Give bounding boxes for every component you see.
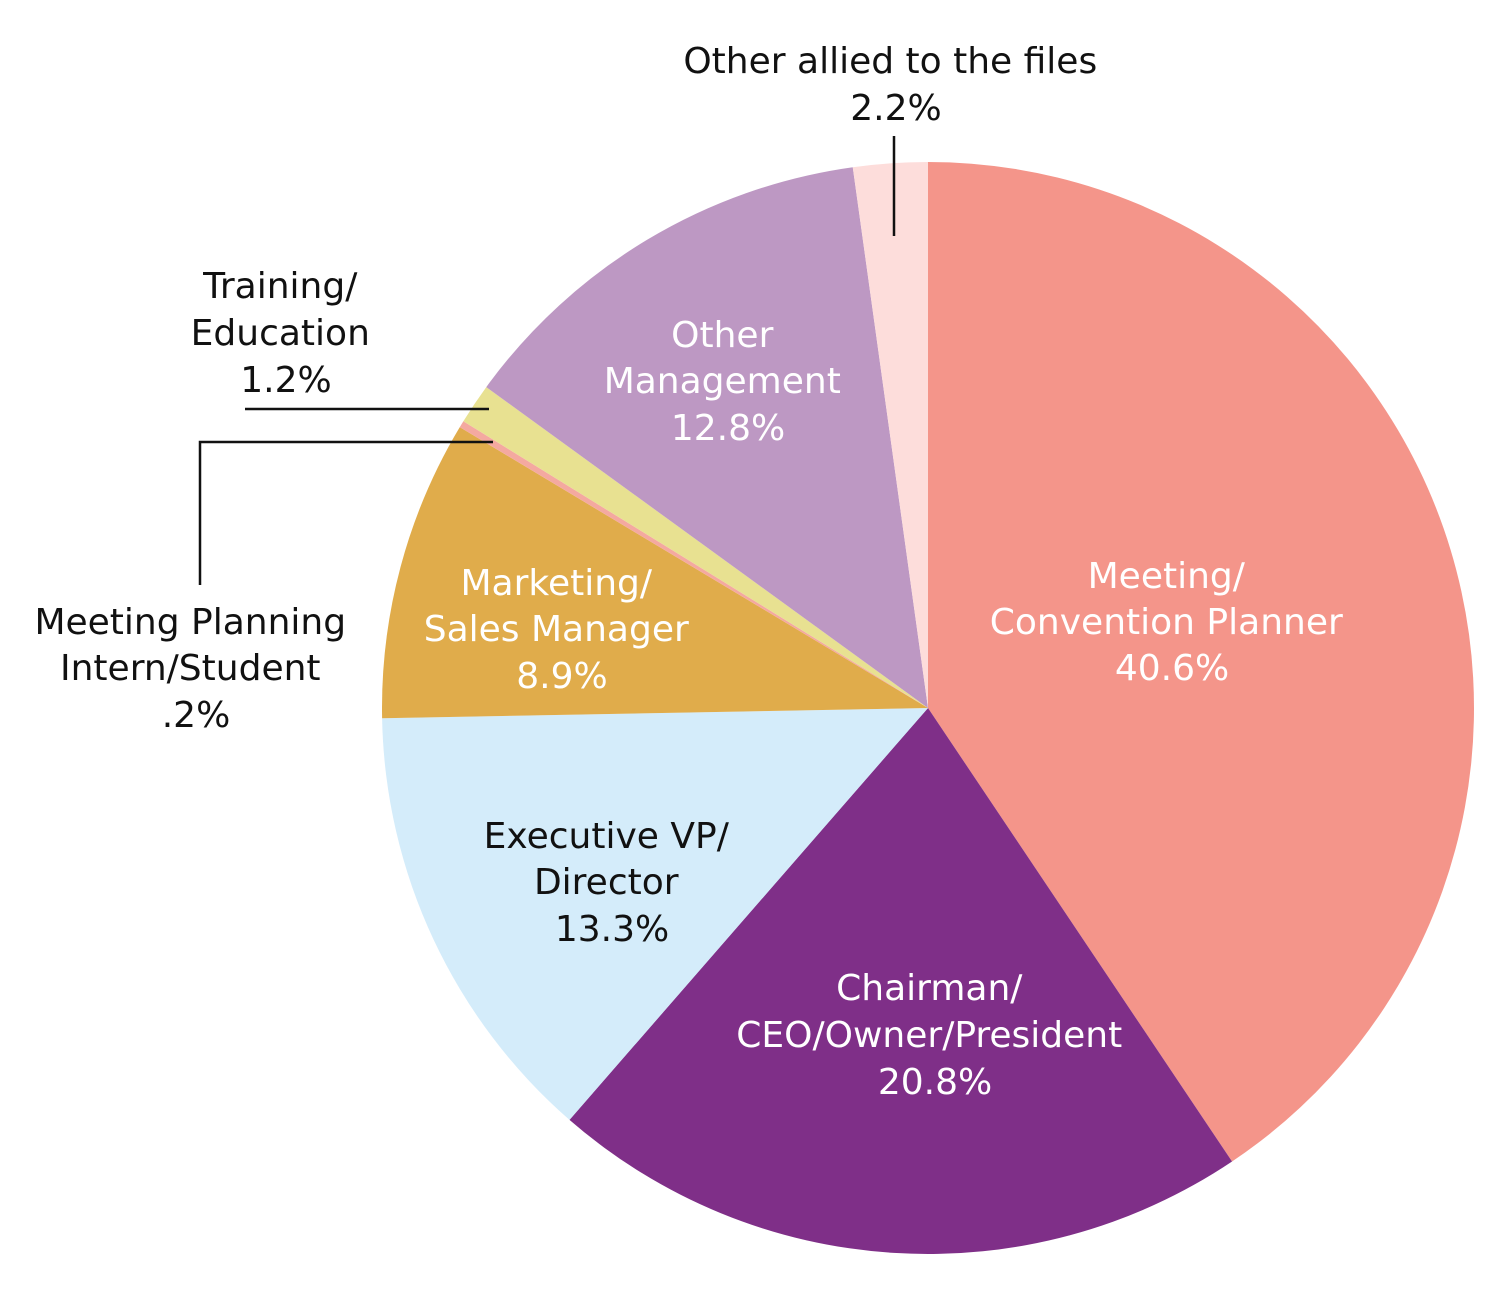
label-training: Training/ Education 1.2% (191, 266, 382, 401)
pie-slices (381, 162, 1474, 1254)
label-marketing: Marketing/ Sales Manager 8.9% (424, 563, 701, 697)
pie-slice-2 (382, 708, 928, 1120)
label-intern: Meeting Planning Intern/Student .2% (34, 602, 357, 736)
label-other-allied: Other allied to the files 2.2% (683, 41, 1108, 129)
pie-slice-3 (381, 427, 928, 719)
pie-slice-0 (928, 162, 1474, 1162)
leader-line-intern (198, 440, 493, 585)
label-chairman: Chairman/ CEO/Owner/President 20.8% (736, 968, 1133, 1103)
label-meeting-planner: Meeting/ Convention Planner 40.6% (990, 556, 1354, 689)
pie-slice-1 (569, 708, 1233, 1254)
pie-slice-7 (852, 162, 928, 708)
pie-slice-4 (459, 421, 928, 708)
label-other-management: Other Management 12.8% (604, 315, 853, 449)
label-executive-vp: Executive VP/ Director 13.3% (484, 816, 741, 950)
pie-slice-5 (463, 387, 928, 708)
pie-slice-6 (486, 167, 928, 708)
